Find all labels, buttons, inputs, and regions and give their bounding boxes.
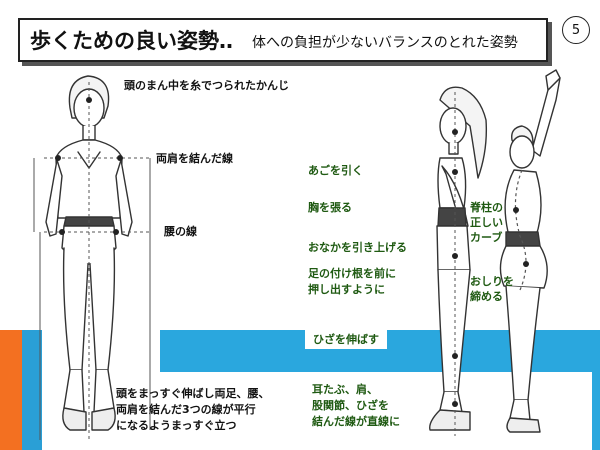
accent-bar-orange — [0, 330, 22, 450]
chin-label: あごを引く — [308, 164, 363, 177]
page-title: 歩くための良い姿勢‥ — [30, 29, 234, 53]
knees-callout: ひざを伸ばす — [305, 330, 387, 349]
shoulder-line-label: 両肩を結んだ線 — [156, 152, 233, 165]
spine-curve — [514, 169, 527, 291]
hips-label-line-2: 締める — [470, 290, 503, 303]
spine-label-line-3: カーブ — [470, 231, 503, 244]
stand-note-line-1: 頭をまっすぐ伸ばし両足、腰、 — [116, 387, 270, 400]
spine-label-line-1: 脊柱の — [470, 201, 503, 214]
line-note-3: 結んだ線が直線に — [312, 415, 400, 428]
title-frame — [18, 18, 548, 62]
waist-line-label: 腰の線 — [164, 225, 197, 238]
legs-label-line-2: 押し出すように — [308, 283, 385, 296]
spine-label-line-2: 正しい — [470, 216, 503, 229]
belly-label: おなかを引き上げる — [308, 241, 407, 254]
head-string-label: 頭のまん中を糸でつられたかんじ — [124, 79, 289, 92]
hips-label-line-1: おしりを — [470, 275, 514, 288]
page-number: 5 — [562, 16, 590, 44]
stand-note-line-3: になるようまっすぐ立つ — [116, 419, 237, 432]
side-figure — [429, 86, 488, 431]
stand-note-line-2: 両肩を結んだ3つの線が平行 — [116, 403, 256, 416]
page-subtitle: 体への負担が少ないバランスのとれた姿勢 — [252, 35, 518, 51]
back-figure — [499, 69, 561, 433]
accent-bar-blue-left — [22, 330, 42, 450]
line-note-1: 耳たぶ、肩、 — [312, 383, 378, 396]
chest-label: 胸を張る — [308, 201, 352, 214]
line-note-2: 股関節、ひざを — [312, 399, 389, 412]
legs-label-line-1: 足の付け根を前に — [308, 267, 396, 280]
accent-bar-blue-right — [592, 330, 600, 450]
